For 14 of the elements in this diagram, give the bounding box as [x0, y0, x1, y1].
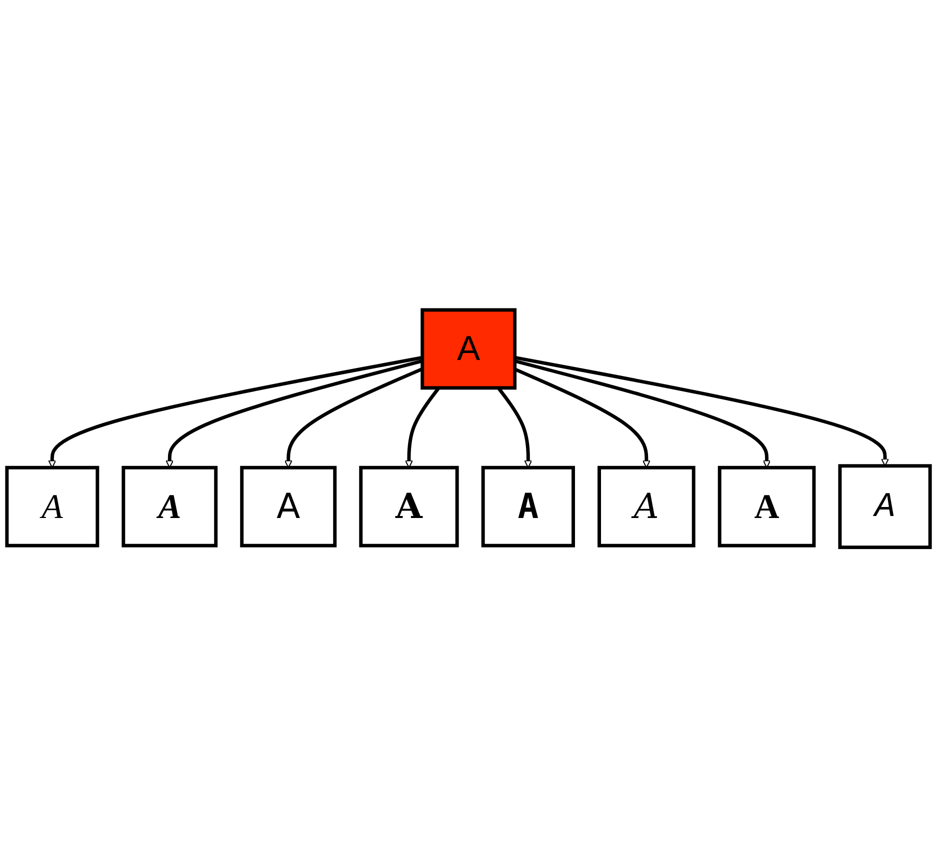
arrow: [166, 359, 423, 468]
node-box: A: [5, 466, 100, 548]
node-box: A: [598, 466, 696, 548]
node-box: A: [420, 308, 517, 390]
node-box: A: [481, 466, 575, 548]
arrow: [48, 356, 423, 468]
arrow: [514, 356, 889, 466]
node-box: A: [838, 464, 932, 549]
arrow: [514, 367, 650, 468]
node-box: A: [240, 466, 337, 548]
arrow: [514, 359, 771, 468]
node-box: A: [718, 466, 816, 548]
node-box: A: [122, 466, 218, 548]
node-box: A: [359, 466, 459, 548]
